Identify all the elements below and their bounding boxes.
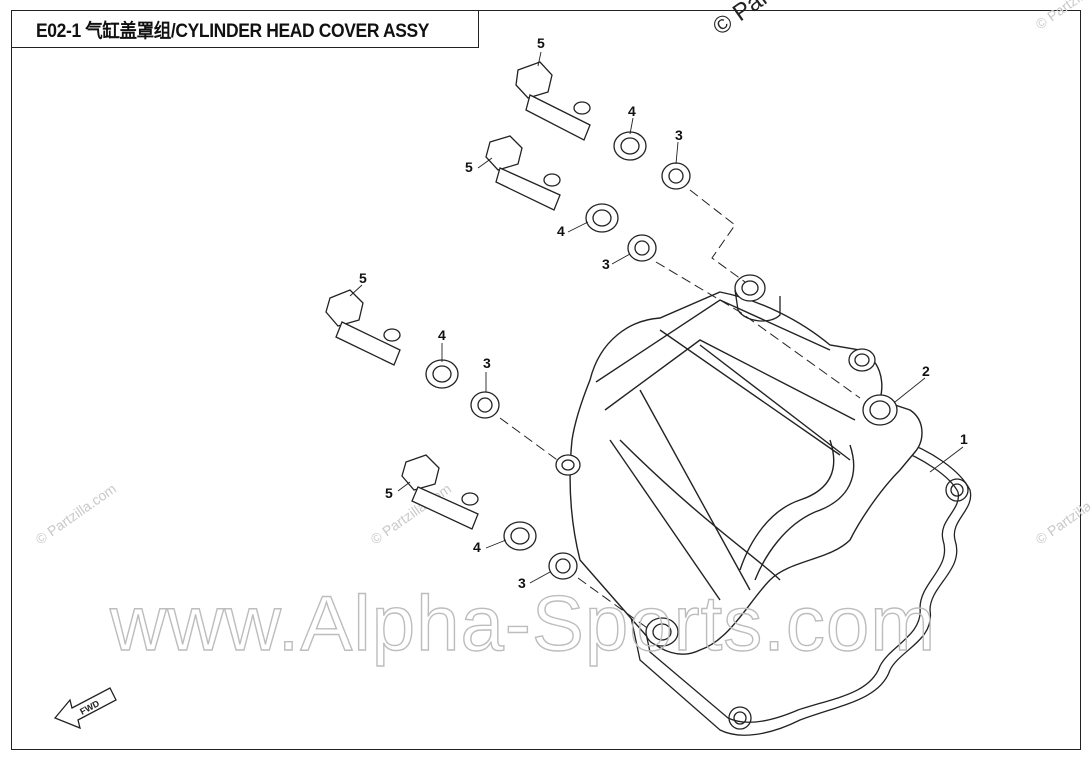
drawing-frame (11, 10, 1081, 750)
fwd-arrow: FWD (53, 687, 117, 730)
callout-4d: 4 (473, 539, 481, 555)
callout-3c: 3 (483, 355, 491, 371)
callout-4c: 4 (438, 327, 446, 343)
callout-4a: 4 (628, 103, 636, 119)
bolt-set-a (515, 61, 691, 190)
callout-3a: 3 (675, 127, 683, 143)
head-cover-body (569, 291, 923, 655)
callouts: 5 4 3 5 4 3 5 4 3 5 4 3 2 1 (359, 35, 968, 591)
bolt-set-b (485, 135, 657, 262)
watermark-corner-5: © Partzilla.com (1033, 0, 1090, 32)
watermark-partial: © Partz (708, 0, 789, 41)
cover-bosses (555, 274, 898, 647)
diagram-title: E02-1 气缸盖罩组/CYLINDER HEAD COVER ASSY (36, 21, 430, 42)
callout-4b: 4 (557, 223, 565, 239)
callout-2: 2 (922, 363, 930, 379)
callout-5a: 5 (537, 35, 545, 51)
callout-1: 1 (960, 431, 968, 447)
assembly-lines (499, 189, 861, 631)
callout-5c: 5 (359, 270, 367, 286)
leader-lines (349, 51, 964, 584)
watermark-corner-4: © Partzilla.com (1033, 480, 1090, 547)
bolt-set-c (325, 289, 500, 419)
watermark-corner-1: © Partzilla.com (33, 480, 119, 547)
title-box (11, 10, 479, 48)
alpha-sports-watermark: www.Alpha-Sports.com (109, 579, 936, 667)
callout-5b: 5 (465, 159, 473, 175)
callout-5d: 5 (385, 485, 393, 501)
callout-3b: 3 (602, 256, 610, 272)
callout-3d: 3 (518, 575, 526, 591)
bolt-set-d (401, 454, 578, 580)
